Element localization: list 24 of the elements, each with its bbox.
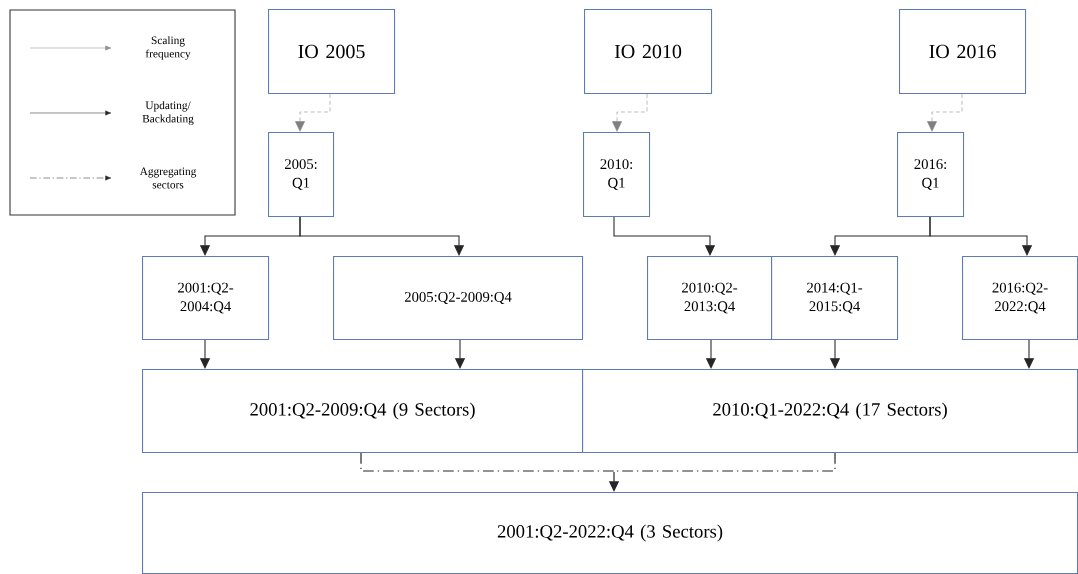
period-box: 2001:Q2- 2004:Q4 <box>142 256 270 341</box>
arrow <box>360 452 836 492</box>
arrow <box>612 93 648 132</box>
period-box: 2005: Q1 <box>268 132 335 218</box>
period-box: 2010:Q2- 2013:Q4 <box>647 256 773 341</box>
period-box: 2001:Q2-2022:Q4 (3 Sectors) <box>142 492 1078 574</box>
arrow <box>927 93 963 132</box>
arrow <box>613 216 716 256</box>
arrow <box>299 216 465 256</box>
arrow <box>929 216 1033 256</box>
period-box: 2014:Q1- 2015:Q4 <box>771 256 899 341</box>
period-box: IO 2010 <box>584 9 713 95</box>
arrow <box>295 93 331 132</box>
legend-label: Aggregating sectors <box>139 167 197 189</box>
legend-label: Scaling frequency <box>145 36 191 60</box>
period-box: 2010: Q1 <box>583 132 651 218</box>
period-box: IO 2016 <box>899 9 1027 95</box>
legend-label: Updating/ Backdating <box>142 101 194 125</box>
period-box: IO 2005 <box>268 9 396 95</box>
period-box: 2016:Q2- 2022:Q4 <box>962 256 1078 341</box>
period-box: 2005:Q2-2009:Q4 <box>333 256 584 341</box>
period-box: 2001:Q2-2009:Q4 (9 Sectors) <box>142 369 584 454</box>
period-box: 2010:Q1-2022:Q4 (17 Sectors) <box>582 369 1078 454</box>
period-box: 2016: Q1 <box>897 132 965 218</box>
